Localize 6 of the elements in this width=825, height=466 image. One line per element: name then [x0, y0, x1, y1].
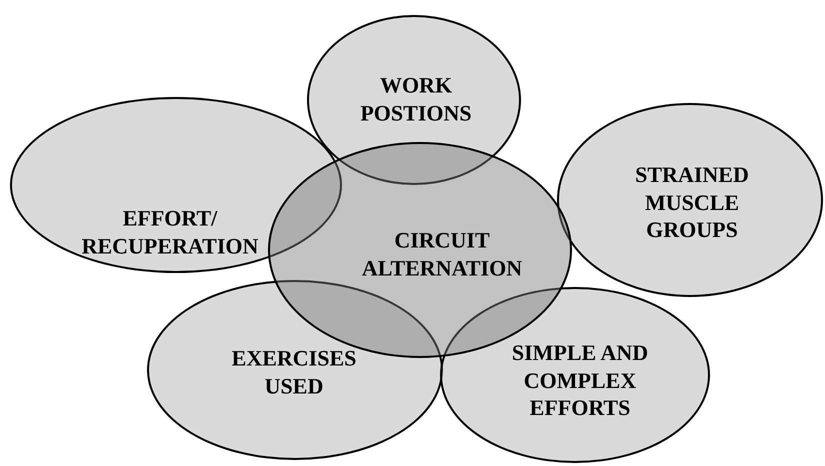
ellipse-label: CIRCUIT ALTERNATION	[360, 226, 524, 282]
ellipse-label: EXERCISES USED	[230, 344, 358, 400]
ellipse-label: WORK POSTIONS	[359, 72, 473, 126]
ellipse-label: STRAINED MUSCLE GROUPS	[634, 160, 750, 244]
ellipse-label: SIMPLE AND COMPLEX EFFORTS	[510, 338, 650, 422]
ellipse-label: EFFORT/ RECUPERATION	[80, 204, 260, 260]
